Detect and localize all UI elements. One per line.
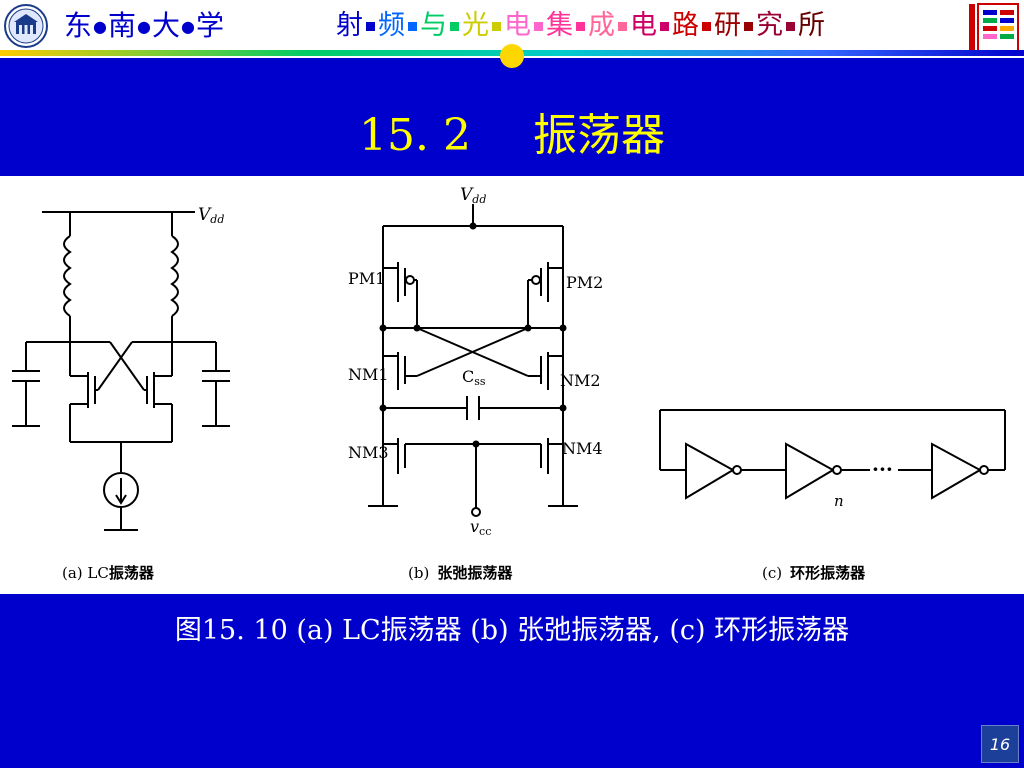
university-name: 东●南●大●学 [64, 6, 224, 47]
pm2-label: PM2 [566, 273, 603, 292]
institute-name: 射频与光电集成电路研究所 [336, 6, 825, 46]
header: 东●南●大●学 射频与光电集成电路研究所 [0, 0, 1024, 68]
institute-char: 光 [462, 10, 489, 41]
nm1-label: NM1 [348, 365, 389, 384]
relax-vdd-label: Vdd [460, 185, 486, 206]
institute-char: 集 [546, 10, 573, 41]
lc-oscillator-circuit [12, 211, 230, 531]
figure-caption: 图15. 10 (a) LC振荡器 (b) 张弛振荡器, (c) 环形振荡器 [174, 615, 850, 646]
ring-dots: ··· [872, 457, 893, 481]
institute-char: 所 [798, 10, 825, 41]
header-ball-ornament [500, 44, 524, 68]
separator-dot: ● [93, 17, 107, 36]
institute-char: 成 [588, 10, 615, 41]
institute-char: 研 [714, 10, 741, 41]
ring-oscillator-circuit [659, 409, 1006, 500]
university-char: 大 [151, 9, 180, 42]
title-number: 15. 2 [359, 110, 471, 161]
institute-char: 电 [630, 10, 657, 41]
institute-logo-icon [969, 3, 1019, 53]
separator-square [366, 22, 375, 31]
pm1-label: PM1 [348, 269, 385, 288]
vcc-label: vcc [470, 517, 491, 538]
separator-square [576, 22, 585, 31]
institute-char: 频 [378, 10, 405, 41]
relaxation-oscillator-circuit [368, 204, 578, 517]
institute-char: 射 [336, 10, 363, 41]
ring-n-label: n [834, 492, 844, 510]
separator-square [786, 22, 795, 31]
lc-caption: (a) LC振荡器 [62, 564, 155, 582]
nm4-label: NM4 [562, 439, 603, 458]
university-char: 学 [195, 9, 224, 42]
css-label: Css [462, 367, 486, 388]
institute-char: 与 [420, 10, 447, 41]
separator-square [618, 22, 627, 31]
separator-dot: ● [180, 17, 195, 36]
separator-square [450, 22, 459, 31]
page-number: 16 [981, 725, 1019, 763]
university-char: 东 [64, 9, 93, 42]
separator-square [534, 22, 543, 31]
separator-square [492, 22, 501, 31]
separator-square [744, 22, 753, 31]
figure-area: Vdd Vdd PM1 PM2 NM1 NM2 NM3 NM4 Css vcc … [0, 176, 1024, 594]
nm3-label: NM3 [348, 443, 389, 462]
slide-title: 15. 2 振荡器 [0, 106, 1024, 166]
oscillator-circuits-figure: Vdd Vdd PM1 PM2 NM1 NM2 NM3 NM4 Css vcc … [12, 185, 1006, 582]
separator-square [660, 22, 669, 31]
institute-char: 电 [504, 10, 531, 41]
institute-char: 究 [756, 10, 783, 41]
separator-dot: ● [137, 17, 151, 36]
lc-vdd-label: Vdd [198, 205, 224, 226]
ring-caption: (c)环形振荡器 [762, 564, 866, 582]
nm2-label: NM2 [560, 371, 601, 390]
institute-char: 路 [672, 10, 699, 41]
university-char: 南 [107, 9, 136, 42]
title-text: 振荡器 [532, 110, 665, 161]
separator-square [702, 22, 711, 31]
university-logo-icon [4, 4, 48, 48]
relax-caption: (b)张弛振荡器 [408, 564, 513, 582]
separator-square [408, 22, 417, 31]
